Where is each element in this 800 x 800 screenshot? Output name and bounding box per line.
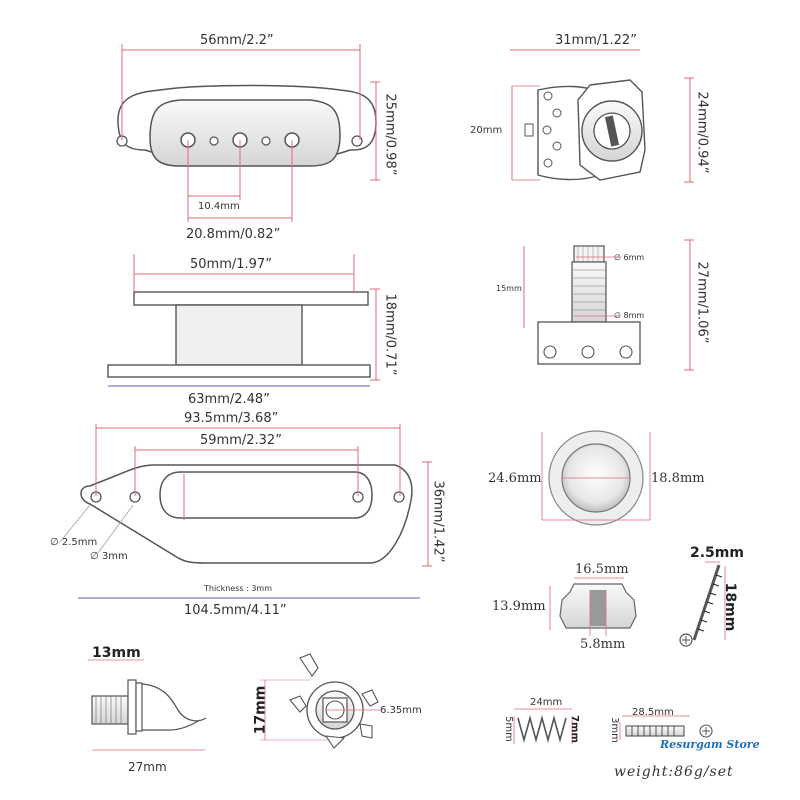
switch-height-label: 24mm/0.94” (694, 91, 710, 174)
hole-small-label: ∅ 2.5mm (50, 537, 98, 548)
knob-inner-label: 18.8mm (651, 471, 705, 486)
weight-label: weight:86g/set (614, 764, 734, 780)
pot-thread-dia-label: ∅ 8mm (614, 311, 645, 320)
spring (513, 708, 573, 744)
plate-total-length-label: 104.5mm/4.11” (184, 603, 287, 618)
pickup-top-view (116, 44, 380, 222)
spring-large-dia-label: 7mm (569, 715, 580, 743)
plate-height-label: 36mm/1.42” (430, 480, 446, 563)
short-screw (619, 715, 713, 740)
pickup-height-label: 25mm/0.98” (382, 93, 398, 176)
pole-piece (209, 136, 219, 146)
pole-piece (261, 136, 271, 146)
spring-small-dia-label: 5mm (503, 716, 514, 742)
plate-outer-span-label: 93.5mm/3.68” (184, 411, 279, 426)
plate-thickness-label: Thickness : 3mm (204, 584, 272, 593)
jack-front-height-label: 17mm (252, 685, 269, 735)
switch-depth-label: 20mm (470, 125, 503, 136)
long-screw-length-label: 18mm (722, 582, 738, 632)
short-screw-length-label: 28.5mm (632, 707, 674, 718)
pot-shaft-dia-label: ∅ 6mm (614, 253, 645, 262)
pickup-side-height-label: 18mm/0.71” (382, 293, 398, 376)
switch-top-view (510, 49, 694, 183)
knob-top-view (541, 430, 651, 526)
long-screw (679, 561, 726, 647)
knob-side-view (549, 577, 637, 636)
hole-large-label: ∅ 3mm (90, 551, 128, 562)
plate-slot-length-label: 59mm/2.32” (200, 433, 282, 448)
knob-outer-label: 24.6mm (488, 471, 542, 486)
short-screw-dia-label: 3mm (609, 717, 620, 743)
jack-side-view (88, 659, 207, 751)
pole-gap-label: 10.4mm (198, 201, 240, 212)
jack-thread-label: 13mm (92, 645, 141, 661)
pickup-side-view (107, 254, 380, 387)
spring-length-label: 24mm (530, 697, 563, 708)
knob-side-top-width-label: 16.5mm (575, 562, 629, 577)
jack-front-view (260, 653, 380, 749)
pickup-width-label: 56mm/2.2” (200, 33, 274, 48)
pole-span-label: 20.8mm/0.82” (186, 227, 281, 242)
knob-side-bore-label: 5.8mm (580, 637, 626, 652)
long-screw-dia-label: 2.5mm (690, 545, 744, 561)
jack-front-bore-label: 6.35mm (380, 705, 422, 716)
mount-plate (59, 424, 432, 599)
pickup-base-width-label: 63mm/2.48” (188, 392, 270, 407)
pickup-side-top-width-label: 50mm/1.97” (190, 257, 272, 272)
pot (523, 239, 694, 371)
knob-side-height-label: 13.9mm (492, 599, 546, 614)
jack-length-label: 27mm (128, 760, 167, 774)
store-brand-watermark: Resurgam Store (660, 738, 760, 751)
pot-height-label: 27mm/1.06” (694, 261, 710, 344)
pot-shaft-len-label: 15mm (496, 284, 522, 293)
switch-width-label: 31mm/1.22” (555, 33, 637, 48)
